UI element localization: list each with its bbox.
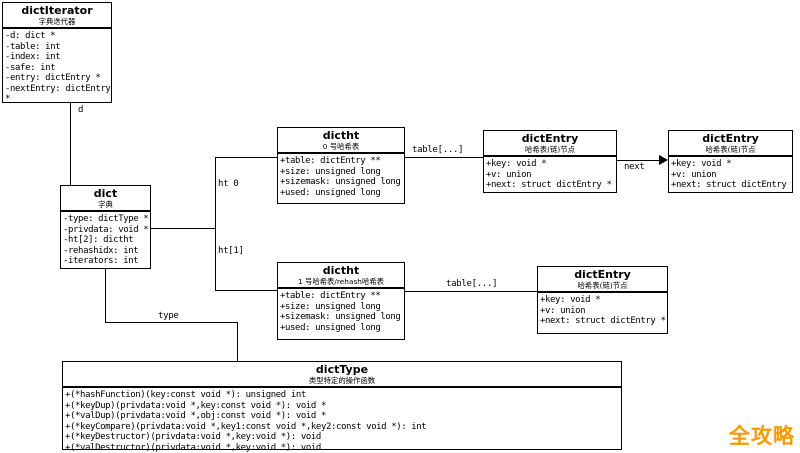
edge-next-arrowhead-icon xyxy=(659,155,668,165)
attribute-line: +next: struct dictEntry * xyxy=(540,316,666,326)
attribute-line: -d: dict * xyxy=(5,31,56,41)
class-dictht0-header: dictht 0 号哈希表 xyxy=(278,128,404,154)
class-dictiterator-header: dictIterator 字典迭代器 xyxy=(3,3,111,29)
attribute-line: +sizemask: unsigned long xyxy=(280,312,401,322)
edge-table-bottom-label: table[...] xyxy=(446,279,498,289)
class-dictentry-next-header: dictEntry 哈希表(链)节点 xyxy=(669,131,792,157)
attribute-line: +next: struct dictEntry * xyxy=(671,180,792,190)
attribute-line: +key: void * xyxy=(486,159,547,169)
edge-next-label: next xyxy=(624,162,645,172)
class-title: dict xyxy=(93,187,118,200)
class-attributes: +key: void *+v: union+next: struct dictE… xyxy=(484,157,616,191)
attribute-line: -table: int xyxy=(5,41,61,52)
class-subtitle: 类型特定的操作函数 xyxy=(308,376,376,385)
class-attributes: +key: void *+v: union+next: struct dictE… xyxy=(538,293,667,327)
class-subtitle: 哈希表(链)节点 xyxy=(577,281,628,290)
edge-table-bottom-line xyxy=(405,291,537,292)
edge-type-line-h xyxy=(105,322,237,323)
class-attributes: -type: dictType *-privdata: void *-ht[2]… xyxy=(61,212,150,267)
attribute-line: +next: struct dictEntry * xyxy=(486,180,612,190)
class-title: dictEntry xyxy=(521,132,579,145)
class-subtitle: 0 号哈希表 xyxy=(322,142,360,151)
class-subtitle: 字典迭代器 xyxy=(38,17,76,26)
class-dict-header: dict 字典 xyxy=(61,186,150,212)
attribute-line: -type: dictType * xyxy=(63,214,149,224)
class-dicttype-header: dictType 类型特定的操作函数 xyxy=(63,362,621,388)
edge-ht-trunk-line xyxy=(215,157,216,291)
edge-dict-ht-line xyxy=(151,228,215,229)
attribute-line: +key: void * xyxy=(540,295,601,305)
class-dictentry-bottom: dictEntry 哈希表(链)节点 +key: void *+v: union… xyxy=(537,266,668,334)
watermark-text: 全攻略 xyxy=(729,424,795,448)
edge-d-line xyxy=(70,103,71,185)
edge-d-label: d xyxy=(78,105,84,115)
attribute-line: -entry: dictEntry * xyxy=(5,73,101,83)
attribute-line: +size: unsigned long xyxy=(280,166,381,177)
class-title: dictht xyxy=(322,264,360,277)
class-dictentry-first: dictEntry 哈希表(链)节点 +key: void *+v: union… xyxy=(483,130,617,193)
class-dictht1-header: dictht 1 号哈希表/rehash哈希表 xyxy=(278,263,404,289)
class-subtitle: 1 号哈希表/rehash哈希表 xyxy=(297,277,385,286)
attribute-line: +(*valDestructor)(privdata:void *,key:vo… xyxy=(65,442,321,453)
class-dictentry-bottom-header: dictEntry 哈希表(链)节点 xyxy=(538,267,667,293)
attribute-line: -iterators: int xyxy=(63,256,139,266)
class-dict: dict 字典 -type: dictType *-privdata: void… xyxy=(60,185,151,269)
attribute-line: +v: union xyxy=(540,305,586,316)
class-subtitle: 字典 xyxy=(98,200,113,209)
edge-type-line-v2 xyxy=(237,322,238,361)
edge-type-line-v1 xyxy=(105,269,106,323)
class-dictiterator: dictIterator 字典迭代器 -d: dict *-table: int… xyxy=(2,2,112,105)
edge-type-label: type xyxy=(158,311,179,321)
class-dictht-1: dictht 1 号哈希表/rehash哈希表 +table: dictEntr… xyxy=(277,262,405,340)
class-attributes: -d: dict *-table: int-index: int-safe: i… xyxy=(3,29,111,105)
edge-table-top-line xyxy=(405,157,483,158)
edge-ht1-line xyxy=(215,290,277,291)
class-attributes: +table: dictEntry **+size: unsigned long… xyxy=(278,289,404,333)
attribute-line: -ht[2]: dictht xyxy=(63,235,134,245)
class-title: dictEntry xyxy=(702,132,759,145)
attribute-line: +key: void * xyxy=(671,159,732,169)
attribute-line: -rehashidx: int xyxy=(63,245,139,256)
class-attributes: +key: void *+v: union+next: struct dictE… xyxy=(669,157,792,191)
class-dictentry-next: dictEntry 哈希表(链)节点 +key: void *+v: union… xyxy=(668,130,793,193)
class-dictht-0: dictht 0 号哈希表 +table: dictEntry **+size:… xyxy=(277,127,405,204)
class-title: dictht xyxy=(322,129,360,142)
edge-ht0-label: ht 0 xyxy=(218,179,239,189)
class-subtitle: 哈希表(链)节点 xyxy=(525,145,575,154)
attribute-line: -nextEntry: dictEntry xyxy=(5,83,111,94)
class-title: dictType xyxy=(315,363,369,376)
attribute-line: +size: unsigned long xyxy=(280,301,381,312)
class-attributes: +table: dictEntry **+size: unsigned long… xyxy=(278,154,404,198)
class-attributes: +(*hashFunction)(key:const void *): unsi… xyxy=(63,388,621,453)
attribute-line: +used: unsigned long xyxy=(280,322,381,333)
attribute-line: -safe: int xyxy=(5,62,56,73)
edge-ht1-label: ht[1] xyxy=(218,246,244,256)
edge-ht0-line xyxy=(215,157,277,158)
attribute-line: +(*keyDup)(privdata:void *,key:const voi… xyxy=(65,400,326,411)
attribute-line: +used: unsigned long xyxy=(280,187,381,198)
attribute-line: -index: int xyxy=(5,52,61,62)
edge-next-line xyxy=(617,160,660,161)
edge-table-top-label: table[...] xyxy=(412,145,464,155)
class-dictentry-first-header: dictEntry 哈希表(链)节点 xyxy=(484,131,616,157)
attribute-line: +(*valDup)(privdata:void *,obj:const voi… xyxy=(65,411,326,421)
attribute-line: +(*hashFunction)(key:const void *): unsi… xyxy=(65,390,306,400)
attribute-line: +table: dictEntry ** xyxy=(280,156,381,166)
attribute-line: +(*keyCompare)(privdata:void *,key1:cons… xyxy=(65,421,427,432)
attribute-line: +v: union xyxy=(671,169,717,180)
class-title: dictIterator xyxy=(21,4,93,17)
attribute-line: +table: dictEntry ** xyxy=(280,291,381,301)
attribute-line: +sizemask: unsigned long xyxy=(280,177,401,187)
attribute-line: -privdata: void * xyxy=(63,224,149,235)
class-title: dictEntry xyxy=(574,268,631,281)
class-subtitle: 哈希表(链)节点 xyxy=(705,145,756,154)
class-dicttype: dictType 类型特定的操作函数 +(*hashFunction)(key:… xyxy=(62,361,622,453)
attribute-line: * xyxy=(5,94,11,104)
attribute-line: +(*keyDestructor)(privdata:void *,key:vo… xyxy=(65,432,321,442)
attribute-line: +v: union xyxy=(486,169,532,180)
